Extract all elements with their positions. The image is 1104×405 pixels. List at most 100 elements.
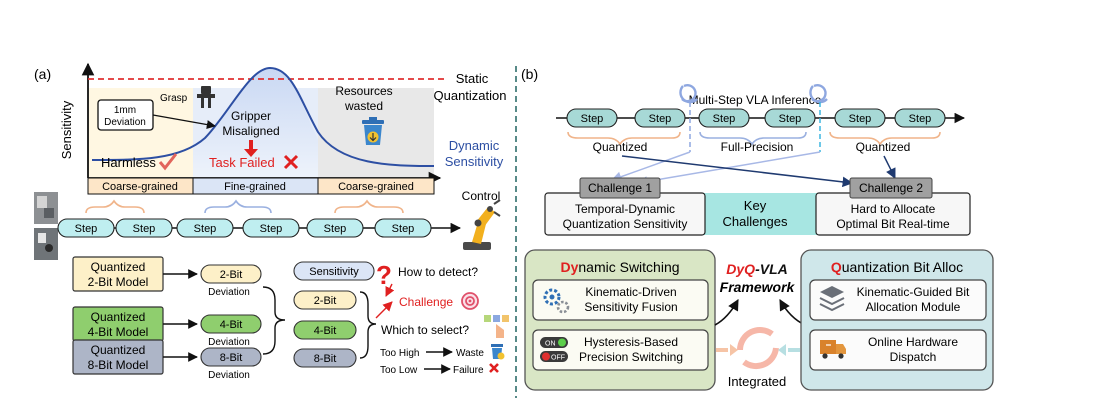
- model-line-1: Quantized: [91, 310, 146, 324]
- model-line-2: 4-Bit Model: [88, 325, 149, 339]
- option-label: 4-Bit: [314, 325, 337, 337]
- small-trash-icon: [491, 344, 505, 360]
- timeline-b-step-label: Step: [779, 113, 802, 125]
- panel-a-label: (a): [34, 66, 51, 82]
- qb-item-2-line-1: Online Hardware: [868, 335, 958, 349]
- panel-a: (a) Sensitivity Static Quantization Dyna…: [34, 62, 509, 381]
- qb-item-1-line-1: Kinematic-Guided Bit: [857, 285, 970, 299]
- switch-icon-1: [679, 84, 698, 104]
- brace-a-3: [334, 199, 404, 214]
- ds-item-1-line-2: Sensitivity Fusion: [584, 300, 677, 314]
- option-pill: [293, 290, 357, 310]
- resources-label-2: wasted: [344, 99, 383, 113]
- dynamic-switching-title: Dynamic Switching: [560, 259, 679, 275]
- timeline-b-step: [834, 108, 886, 128]
- robot-arm-icon: [463, 199, 501, 250]
- timeline-b-step-label: Step: [849, 113, 872, 125]
- gripper-misaligned-2: Misaligned: [222, 124, 279, 138]
- timeline-a-step: [242, 218, 300, 238]
- select-arrow: [375, 301, 393, 319]
- camera-image-top: [34, 192, 58, 224]
- checkmark-icon: [158, 153, 178, 171]
- ds-item-1-line-1: Kinematic-Driven: [585, 285, 676, 299]
- failure-cross-icon: [489, 363, 499, 373]
- brace-a-2: [204, 199, 272, 214]
- static-label-1: Static: [456, 71, 489, 86]
- y-axis-label: Sensitivity: [59, 100, 74, 159]
- deviation-bracket: [262, 286, 286, 355]
- challenge1-text-1: Temporal-Dynamic: [575, 202, 675, 216]
- arrow-quantized-challenge2: [621, 155, 854, 188]
- timeline-a-step-label: Step: [75, 223, 98, 235]
- model-line-1: Quantized: [91, 260, 146, 274]
- model-bit-pill: [200, 347, 262, 367]
- model-line-2: 8-Bit Model: [88, 358, 149, 372]
- model-bit-label: 8-Bit: [220, 352, 243, 364]
- arrow-ds-framework: [714, 299, 739, 326]
- challenge2-text-2: Optimal Bit Real-time: [836, 217, 950, 231]
- timeline-b-step: [566, 108, 618, 128]
- too-low-label: Too Low: [380, 365, 418, 376]
- timeline-a-step: [57, 218, 115, 238]
- qb-item-2: [809, 329, 987, 371]
- ds-item-2-line-1: Hysteresis-Based: [584, 335, 678, 349]
- timeline-b-step: [698, 108, 750, 128]
- integrated-cycle-icon: [737, 327, 779, 370]
- timeline-a-step-label: Step: [194, 223, 217, 235]
- key-challenges-band: [693, 193, 817, 235]
- task-failed-label: Task Failed: [209, 155, 275, 170]
- failure-label: Failure: [453, 365, 484, 376]
- target-icon: [461, 292, 479, 310]
- timeline-b-steps: Step Step Step Step Step Step: [566, 108, 946, 128]
- qb-item-1-line-2: Allocation Module: [866, 300, 961, 314]
- segment-label-1: Quantized: [593, 140, 648, 154]
- challenge1-title: Challenge 1: [588, 181, 652, 195]
- timeline-b-step-label: Step: [909, 113, 932, 125]
- ds-item-2-line-2: Precision Switching: [579, 350, 683, 364]
- panel-b-label: (b): [521, 66, 538, 82]
- arrow-quantized2-challenge2: [883, 155, 896, 179]
- grasp-label: Grasp: [160, 93, 188, 104]
- challenge2-tag: [849, 177, 933, 199]
- option-label: Sensitivity: [309, 266, 359, 278]
- timeline-a-step: [374, 218, 432, 238]
- arrow-right-integrate-head: [778, 344, 786, 356]
- timeline-b-step-label: Step: [649, 113, 672, 125]
- too-high-label: Too High: [380, 348, 419, 359]
- option-bracket: [359, 291, 377, 359]
- model-line-1: Quantized: [91, 343, 146, 357]
- challenge2-text-1: Hard to Allocate: [851, 202, 936, 216]
- gripper-icon: [197, 86, 215, 108]
- ds-item-1: [532, 279, 709, 321]
- challenge1-text-2: Quantization Sensitivity: [563, 217, 688, 231]
- brace-b-3: [829, 131, 941, 146]
- trash-icon: [362, 117, 384, 145]
- harmless-label: Harmless: [101, 155, 156, 170]
- model-bit-label: 4-Bit: [220, 319, 243, 331]
- region-label-coarse-left: Coarse-grained: [102, 181, 178, 193]
- which-to-select-label: Which to select?: [381, 323, 469, 337]
- arrow-switch1-challenge1: [611, 151, 691, 182]
- integrated-label: Integrated: [728, 374, 787, 389]
- challenge-label: Challenge: [399, 295, 453, 309]
- timeline-a-step-label: Step: [260, 223, 283, 235]
- timeline-b-step-label: Step: [581, 113, 604, 125]
- option-label: 8-Bit: [314, 353, 337, 365]
- timeline-a-step-label: Step: [324, 223, 347, 235]
- option-label: 2-Bit: [314, 295, 337, 307]
- timeline-a-step: [306, 218, 364, 238]
- control-label: Control: [462, 189, 501, 203]
- segment-label-2: Full-Precision: [721, 140, 794, 154]
- red-down-arrow-icon: [244, 140, 258, 157]
- on-off-toggle-icon: ON OFF: [540, 337, 568, 362]
- qb-item-1: [809, 279, 987, 321]
- brace-b-2: [699, 131, 807, 146]
- option-pill: [293, 261, 375, 281]
- key-challenges-1: Key: [744, 198, 767, 213]
- timeline-b-step-label: Step: [713, 113, 736, 125]
- dynamic-label-1: Dynamic: [449, 138, 500, 153]
